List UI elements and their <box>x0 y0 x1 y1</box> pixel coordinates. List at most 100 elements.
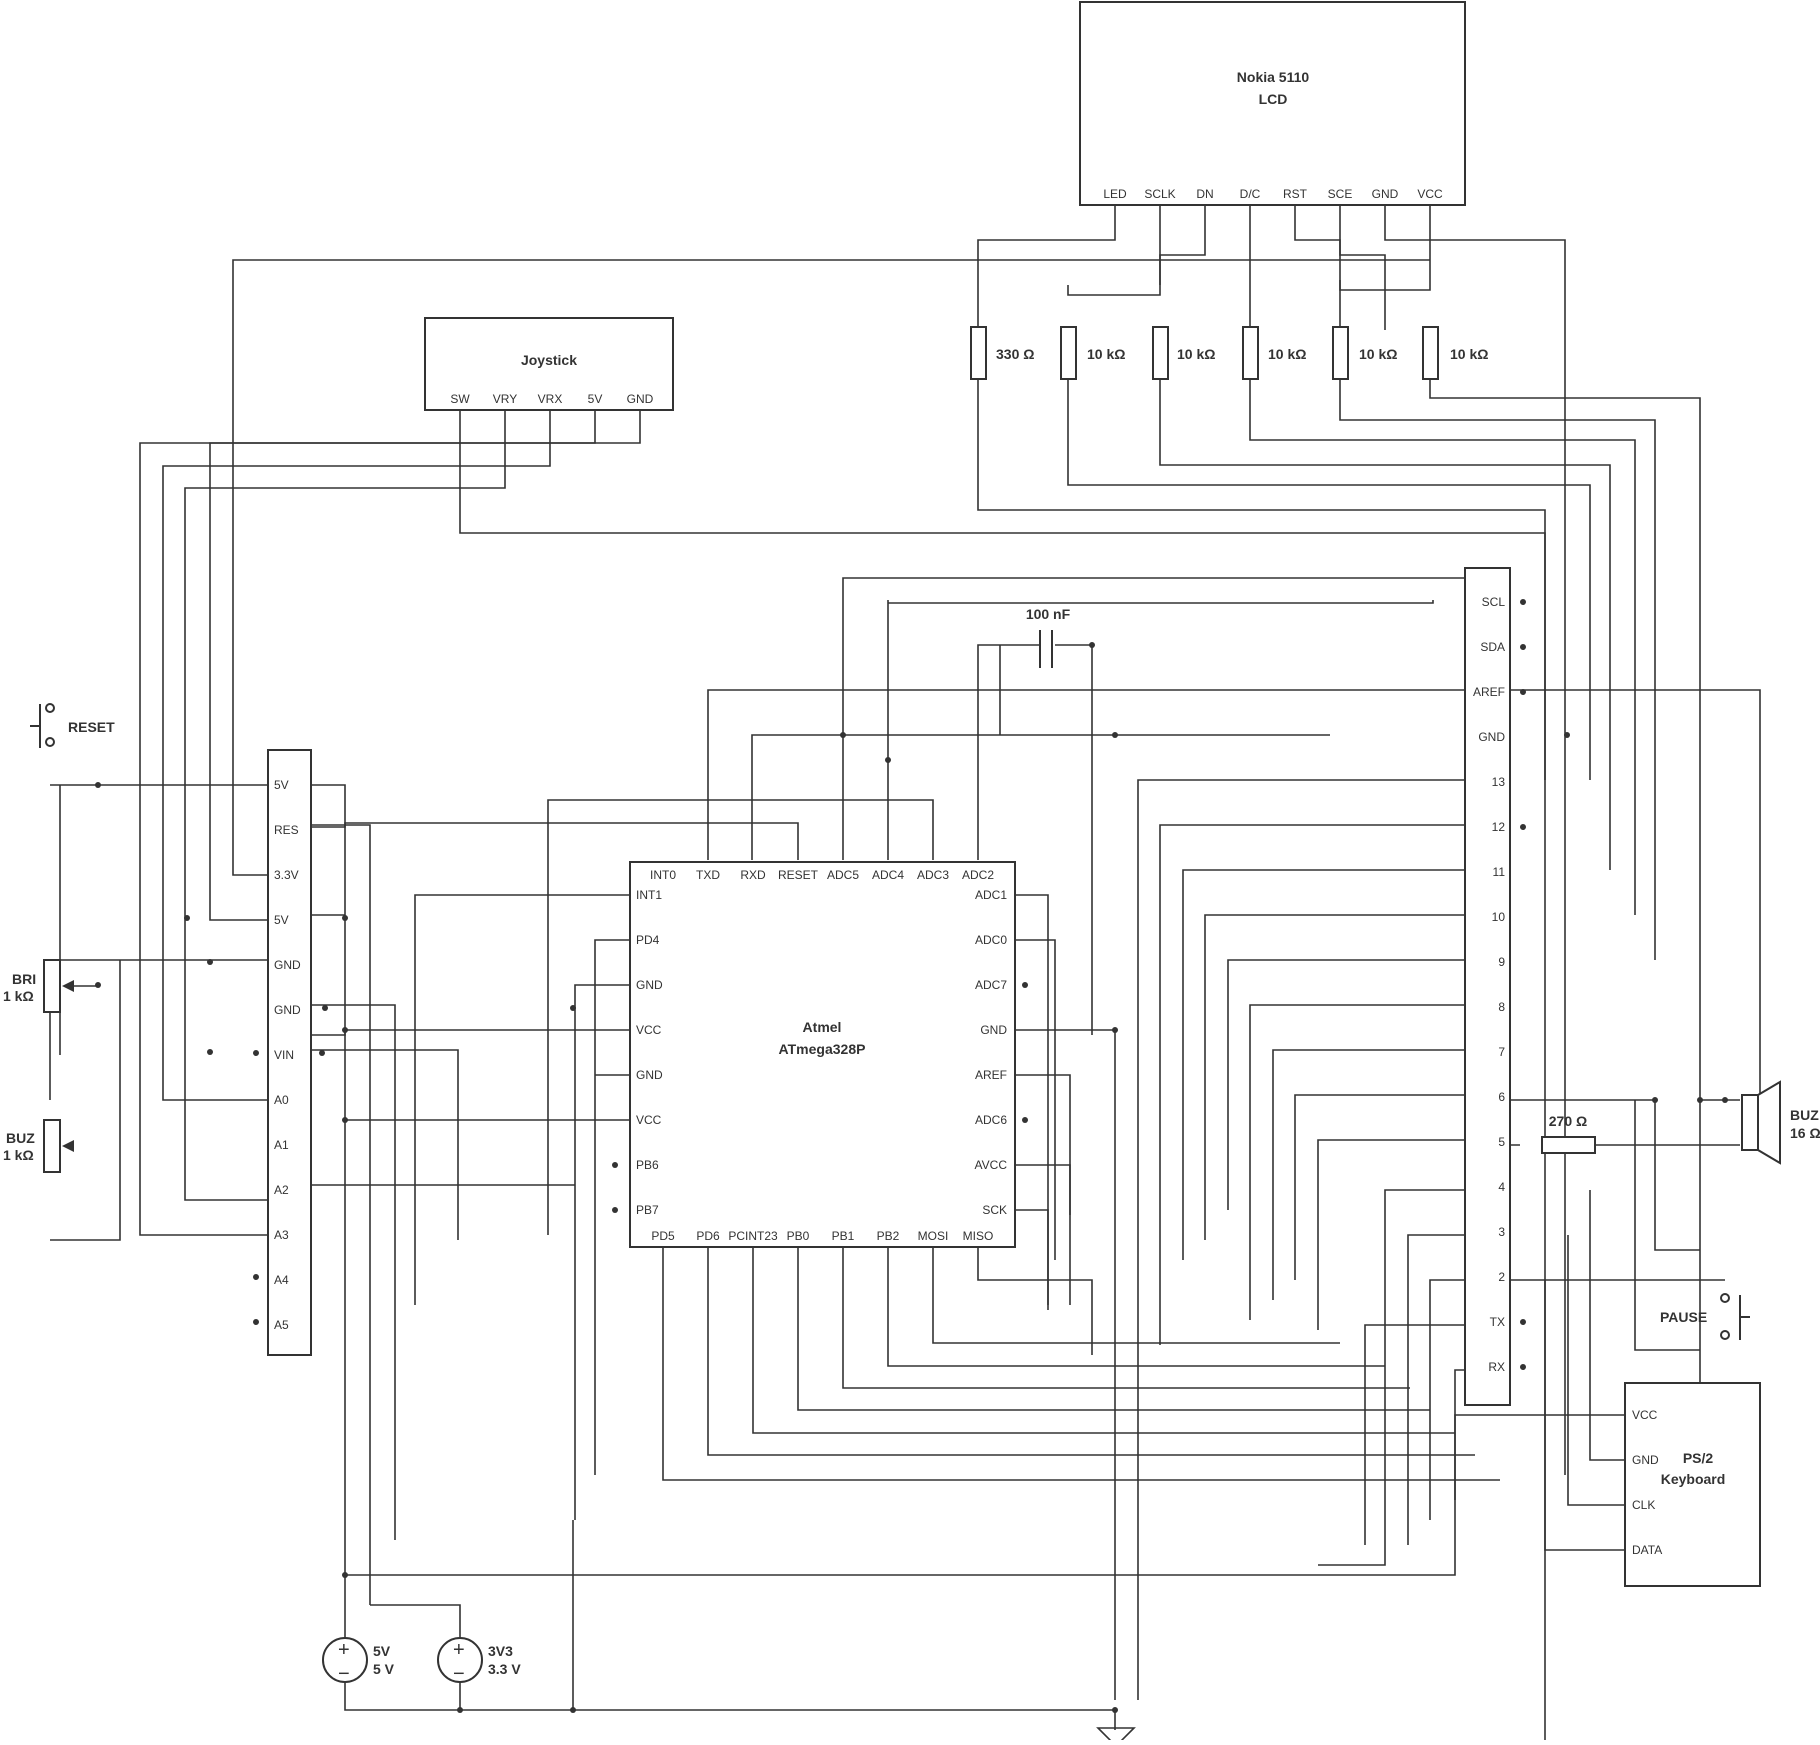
lh-pins-pin-0: 5V <box>274 778 289 792</box>
lcd-title-line2: LCD <box>1259 91 1288 107</box>
buzzer-speaker: BUZ 16 Ω <box>1741 1080 1820 1165</box>
lcd-pins-pin-0: LED <box>1103 187 1127 201</box>
junction-dots <box>95 599 1728 1713</box>
resistor-10k-5-label: 10 kΩ <box>1450 346 1488 362</box>
pin-dot-1 <box>1520 644 1526 650</box>
joy-pins-pin-4: GND <box>627 392 654 406</box>
lh-pins-pin-10: A3 <box>274 1228 289 1242</box>
lh-pins-pin-4: GND <box>274 958 301 972</box>
pin-dot-11 <box>1022 1117 1028 1123</box>
supply-3v3-value: 3.3 V <box>488 1661 521 1677</box>
mcu-pins-pin-4: GND <box>636 1068 663 1082</box>
mcu-pins-pin-5: ADC4 <box>872 868 904 882</box>
pin-dot-5 <box>1520 1364 1526 1370</box>
buzzer-resistor-label: 270 Ω <box>1549 1113 1587 1129</box>
resistor-10k-3-label: 10 kΩ <box>1268 346 1306 362</box>
pin-dot-2 <box>1520 689 1526 695</box>
mcu-pins-pin-2: ADC7 <box>975 978 1007 992</box>
pause-button-label: PAUSE <box>1660 1309 1707 1325</box>
mcu-pins-pin-6: MOSI <box>918 1229 949 1243</box>
lh-pins-pin-9: A2 <box>274 1183 289 1197</box>
rh-pins-pin-14: 3 <box>1498 1225 1505 1239</box>
keyboard-title-line1: PS/2 <box>1683 1450 1714 1466</box>
rh-pins-pin-13: 4 <box>1498 1180 1505 1194</box>
mcu-pins-pin-0: INT1 <box>636 888 662 902</box>
rh-pins-pin-4: 13 <box>1492 775 1506 789</box>
resistor-array: 330 Ω 10 kΩ 10 kΩ 10 kΩ 10 kΩ 10 kΩ <box>970 326 1488 380</box>
capacitor-100nf: 100 nF <box>1026 606 1071 668</box>
lh-pins-pin-6: VIN <box>274 1048 294 1062</box>
pin-dot-6 <box>253 1050 259 1056</box>
mcu-pins-pin-4: PB1 <box>832 1229 855 1243</box>
mcu-title-line2: ATmega328P <box>779 1041 866 1057</box>
resistor-10k-4-label: 10 kΩ <box>1359 346 1397 362</box>
rh-pins-pin-10: 7 <box>1498 1045 1505 1059</box>
joystick-title: Joystick <box>521 352 577 368</box>
mcu-pins-pin-0: PD5 <box>651 1229 675 1243</box>
keyboard-title-line2: Keyboard <box>1661 1471 1726 1487</box>
rh-pins-pin-5: 12 <box>1492 820 1506 834</box>
supply-3v3-plus-icon: + <box>453 1639 465 1661</box>
rh-pins-pin-2: AREF <box>1473 685 1505 699</box>
supply-3v3-minus-icon: − <box>453 1663 465 1685</box>
lh-pins-pin-12: A5 <box>274 1318 289 1332</box>
kb-pins-pin-3: DATA <box>1632 1543 1662 1557</box>
pin-dot-13 <box>612 1207 618 1213</box>
mcu-pins-pin-7: PB7 <box>636 1203 659 1217</box>
buzzer-resistor: 270 Ω <box>1541 1113 1596 1154</box>
reset-button[interactable]: RESET <box>30 703 115 748</box>
joy-pins-pin-3: 5V <box>588 392 603 406</box>
mcu-pins-pin-2: GND <box>636 978 663 992</box>
mcu-pins-pin-1: ADC0 <box>975 933 1007 947</box>
lcd-pins-pin-7: VCC <box>1417 187 1443 201</box>
rh-pins-pin-12: 5 <box>1498 1135 1505 1149</box>
bri-potentiometer: BRI 1 kΩ <box>3 959 98 1013</box>
bri-pot-value: 1 kΩ <box>3 988 34 1004</box>
lcd-pins-pin-6: GND <box>1372 187 1399 201</box>
pin-dot-0 <box>1520 599 1526 605</box>
mcu-pins-pin-7: MISO <box>963 1229 994 1243</box>
lh-pins-pin-8: A1 <box>274 1138 289 1152</box>
pin-dot-8 <box>253 1274 259 1280</box>
mcu-pins-pin-7: ADC2 <box>962 868 994 882</box>
pause-button[interactable]: PAUSE <box>1660 1293 1750 1340</box>
kb-pins-pin-0: VCC <box>1632 1408 1658 1422</box>
mcu-pins-pin-5: ADC6 <box>975 1113 1007 1127</box>
rh-pins-pin-15: 2 <box>1498 1270 1505 1284</box>
mcu-pins-pin-6: AVCC <box>975 1158 1008 1172</box>
lh-pins-pin-7: A0 <box>274 1093 289 1107</box>
lcd-pins-pin-1: SCLK <box>1144 187 1175 201</box>
mcu-pins-pin-1: PD4 <box>636 933 660 947</box>
supply-5v-name: 5V <box>373 1643 391 1659</box>
joy-pins-pin-1: VRY <box>493 392 517 406</box>
lcd-title-line1: Nokia 5110 <box>1237 69 1310 85</box>
rh-pins-pin-16: TX <box>1490 1315 1505 1329</box>
pin-dot-12 <box>612 1162 618 1168</box>
lh-pins-pin-5: GND <box>274 1003 301 1017</box>
pin-dot-4 <box>1520 1319 1526 1325</box>
buz-potentiometer: BUZ 1 kΩ <box>3 1119 74 1173</box>
reset-button-label: RESET <box>68 719 115 735</box>
joy-pins-pin-2: VRX <box>538 392 563 406</box>
supply-5v-plus-icon: + <box>338 1639 350 1661</box>
mcu-pins-pin-3: PB0 <box>787 1229 810 1243</box>
rh-pins-pin-9: 8 <box>1498 1000 1505 1014</box>
resistor-10k-1-label: 10 kΩ <box>1087 346 1125 362</box>
pin-dot-7 <box>319 1050 325 1056</box>
kb-pins-pin-1: GND <box>1632 1453 1659 1467</box>
supply-3v3-name: 3V3 <box>488 1643 513 1659</box>
mcu-pins-pin-3: GND <box>980 1023 1007 1037</box>
buz-pot-value: 1 kΩ <box>3 1147 34 1163</box>
pin-dot-10 <box>1022 982 1028 988</box>
mcu-title-line1: Atmel <box>803 1019 842 1035</box>
mcu-pins-pin-2: PCINT23 <box>728 1229 778 1243</box>
mcu-pins-pin-3: VCC <box>636 1023 662 1037</box>
